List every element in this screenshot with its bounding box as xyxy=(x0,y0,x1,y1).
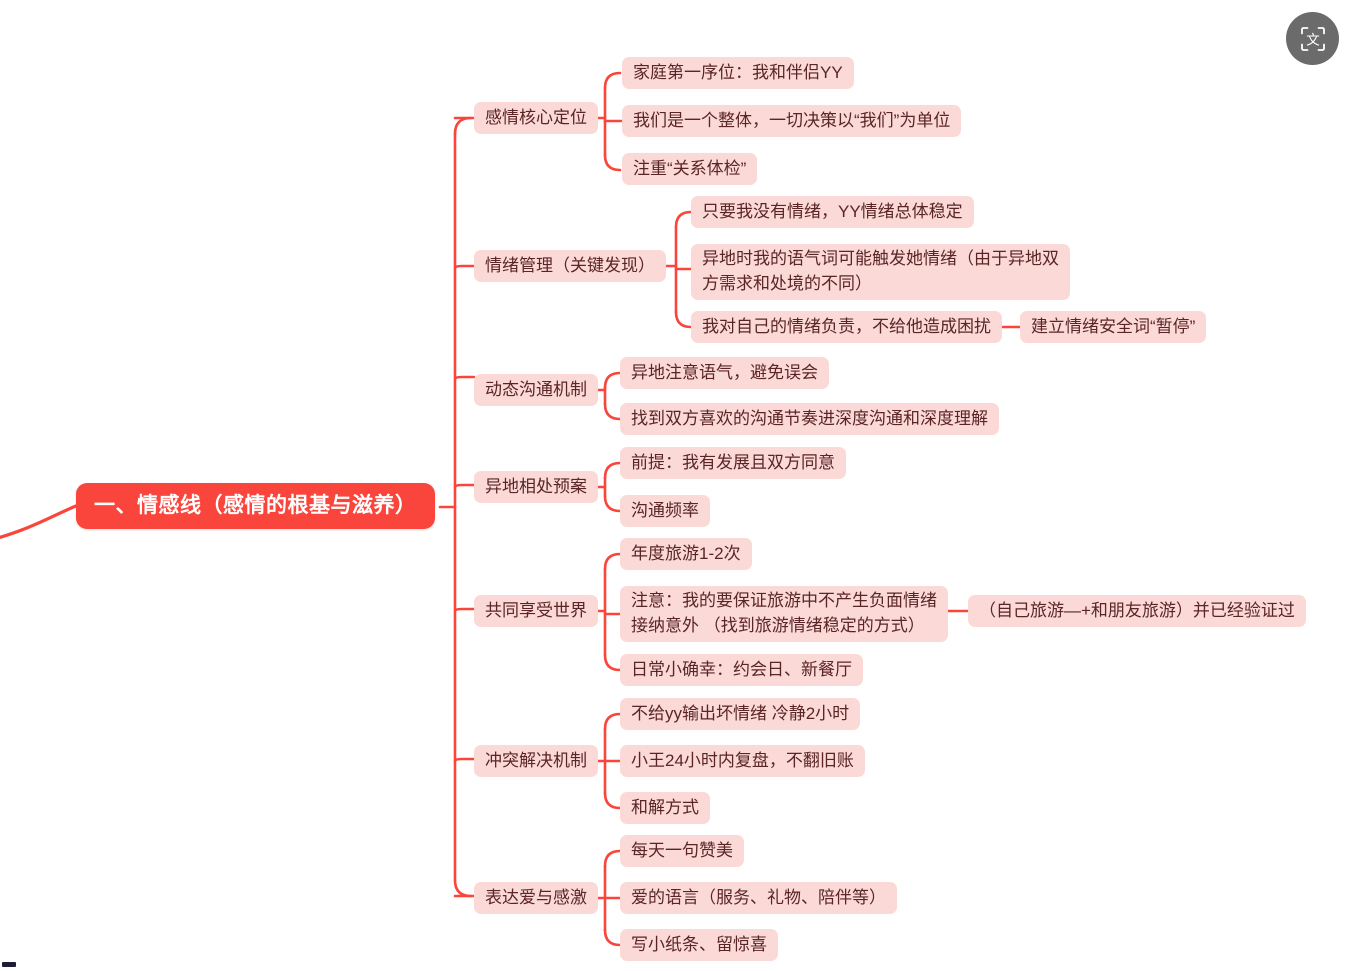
root-label: 一、情感线（感情的根基与滋养） xyxy=(94,493,417,517)
leaf-node-6-0[interactable]: 每天一句赞美 xyxy=(620,835,744,867)
leaf-label: 写小纸条、留惊喜 xyxy=(631,934,767,954)
leaf-node-0-0[interactable]: 家庭第一序位：我和伴侣YY xyxy=(622,57,854,89)
leaf-label: 找到双方喜欢的沟通节奏进深度沟通和深度理解 xyxy=(631,408,988,428)
branch-node-2[interactable]: 动态沟通机制 xyxy=(474,374,598,406)
leaf-node-1-2[interactable]: 我对自己的情绪负责，不给他造成困扰 xyxy=(691,311,1002,343)
leaf-node-6-1[interactable]: 爱的语言（服务、礼物、陪伴等） xyxy=(620,882,897,914)
leaf-label: 年度旅游1-2次 xyxy=(631,543,741,563)
leaf-label: 日常小确幸：约会日、新餐厅 xyxy=(631,659,852,679)
leaf-node-3-0[interactable]: 前提：我有发展且双方同意 xyxy=(620,447,846,479)
leaf-node-4-2[interactable]: 日常小确幸：约会日、新餐厅 xyxy=(620,654,863,686)
leaf-node-5-1[interactable]: 小王24小时内复盘，不翻旧账 xyxy=(620,745,865,777)
leaf-node-4-0[interactable]: 年度旅游1-2次 xyxy=(620,538,752,570)
branch-node-1[interactable]: 情绪管理（关键发现） xyxy=(474,250,666,282)
leaf-node-5-0[interactable]: 不给yy输出坏情绪 冷静2小时 xyxy=(620,698,861,730)
leaf-label: 注意：我的要保证旅游中不产生负面情绪 接纳意外 （找到旅游情绪稳定的方式） xyxy=(631,591,937,635)
branch-node-0[interactable]: 感情核心定位 xyxy=(474,102,598,134)
leaf-node-6-2[interactable]: 写小纸条、留惊喜 xyxy=(620,929,778,961)
branch-label: 情绪管理（关键发现） xyxy=(485,255,655,275)
leaf-node-1-0[interactable]: 只要我没有情绪，YY情绪总体稳定 xyxy=(691,196,974,228)
leaf-label: 异地注意语气，避免误会 xyxy=(631,362,818,382)
leaf-label: 只要我没有情绪，YY情绪总体稳定 xyxy=(702,201,963,221)
mindmap-root-node[interactable]: 一、情感线（感情的根基与滋养） xyxy=(76,483,435,529)
branch-label: 感情核心定位 xyxy=(485,107,587,127)
branch-node-5[interactable]: 冲突解决机制 xyxy=(474,745,598,777)
leaf-label: 每天一句赞美 xyxy=(631,840,733,860)
translate-button[interactable]: 文 xyxy=(1286,12,1339,65)
leaf-label: 不给yy输出坏情绪 冷静2小时 xyxy=(631,703,850,723)
branch-label: 冲突解决机制 xyxy=(485,750,587,770)
branch-node-6[interactable]: 表达爱与感激 xyxy=(474,882,598,914)
leaf-label: 和解方式 xyxy=(631,797,699,817)
translate-glyph: 文 xyxy=(1306,32,1320,48)
leaf-node-4-1-0[interactable]: （自己旅游—+和朋友旅游）并已经验证过 xyxy=(968,595,1306,627)
leaf-label: 异地时我的语气词可能触发她情绪（由于异地双 方需求和处境的不同） xyxy=(702,249,1059,293)
branch-label: 异地相处预案 xyxy=(485,476,587,496)
leaf-label: 我对自己的情绪负责，不给他造成困扰 xyxy=(702,316,991,336)
branch-label: 表达爱与感激 xyxy=(485,887,587,907)
leaf-node-0-2[interactable]: 注重“关系体检” xyxy=(622,153,758,185)
leaf-label: 沟通频率 xyxy=(631,500,699,520)
leaf-node-0-1[interactable]: 我们是一个整体，一切决策以“我们”为单位 xyxy=(622,105,962,137)
leaf-label: 注重“关系体检” xyxy=(633,158,747,178)
leaf-label: 爱的语言（服务、礼物、陪伴等） xyxy=(631,887,886,907)
branch-label: 共同享受世界 xyxy=(485,600,587,620)
leaf-label: 小王24小时内复盘，不翻旧账 xyxy=(631,750,854,770)
leaf-label: 前提：我有发展且双方同意 xyxy=(631,452,835,472)
leaf-node-5-2[interactable]: 和解方式 xyxy=(620,792,710,824)
branch-node-4[interactable]: 共同享受世界 xyxy=(474,595,598,627)
branch-node-3[interactable]: 异地相处预案 xyxy=(474,471,598,503)
leaf-node-1-2-0[interactable]: 建立情绪安全词“暂停” xyxy=(1020,311,1207,343)
leaf-label: （自己旅游—+和朋友旅游）并已经验证过 xyxy=(979,600,1295,620)
leaf-label: 建立情绪安全词“暂停” xyxy=(1031,316,1196,336)
leaf-node-2-1[interactable]: 找到双方喜欢的沟通节奏进深度沟通和深度理解 xyxy=(620,403,999,435)
translate-icon: 文 xyxy=(1300,26,1325,51)
leaf-label: 我们是一个整体，一切决策以“我们”为单位 xyxy=(633,110,951,130)
branch-label: 动态沟通机制 xyxy=(485,379,587,399)
leaf-label: 家庭第一序位：我和伴侣YY xyxy=(633,62,843,82)
leaf-node-1-1[interactable]: 异地时我的语气词可能触发她情绪（由于异地双 方需求和处境的不同） xyxy=(691,244,1070,300)
bottom-left-marker xyxy=(2,962,16,967)
leaf-node-2-0[interactable]: 异地注意语气，避免误会 xyxy=(620,357,829,389)
leaf-node-3-1[interactable]: 沟通频率 xyxy=(620,495,710,527)
leaf-node-4-1[interactable]: 注意：我的要保证旅游中不产生负面情绪 接纳意外 （找到旅游情绪稳定的方式） xyxy=(620,586,948,642)
